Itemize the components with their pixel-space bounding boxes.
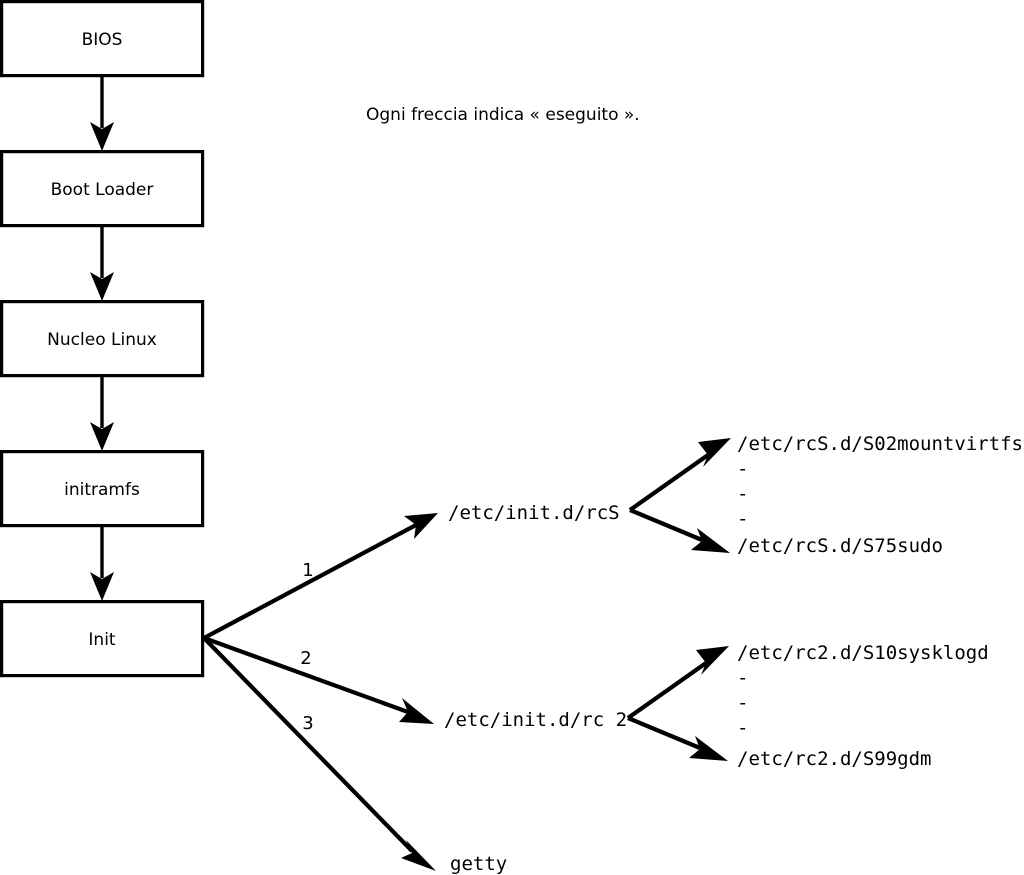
branch-1-number: 1 [302,560,313,581]
rc2-last-script-label: /etc/rc2.d/S99gdm [737,748,931,770]
rcs-ellipsis-dash-2: - [737,483,748,505]
box-boot-loader-label: Boot Loader [51,180,154,200]
rc2-ellipsis-dash-1: - [737,667,748,689]
box-bios-rect [0,0,205,78]
chain-connectors [90,76,114,601]
branch-3-target-label: getty [450,853,507,875]
branch-1-arrowhead [404,513,438,539]
arrowhead-initramfs [90,422,114,451]
box-initramfs-label: initramfs [64,480,140,500]
box-initramfs[interactable]: initramfs [0,450,205,528]
arrowhead-init [90,572,114,601]
box-initramfs-rect [0,450,205,528]
rcs-branch-last-arrowhead [691,528,730,553]
rc2-ellipsis-dash-2: - [737,692,748,714]
box-bios-label: BIOS [82,30,123,50]
branch-2-arrowhead [399,698,434,724]
rcs-branch-first-line [628,453,710,512]
box-bios[interactable]: BIOS [0,0,205,78]
rc2-branch-last-arrowhead [689,736,728,761]
init-branch-1: 1 /etc/init.d/rcS [203,502,620,640]
box-nucleo-linux-label: Nucleo Linux [47,330,157,350]
branch-2-line [203,636,409,714]
rc2-branch-first-arrowhead [696,646,729,675]
branch-3-number: 3 [302,713,313,734]
box-nucleo-linux[interactable]: Nucleo Linux [0,300,205,378]
rcs-branch-first-arrowhead [698,438,731,467]
arrowhead-bootloader [90,122,114,151]
branch-3-line [202,636,414,853]
rc2-branch-first-line [626,661,708,720]
branch-3-arrowhead [401,840,436,871]
box-init-rect [0,599,205,678]
box-init-label: Init [88,630,116,650]
rc2-subbranches: /etc/rc2.d/S10sysklogd /etc/rc2.d/S99gdm… [626,642,989,770]
init-branch-2: 2 /etc/init.d/rc 2 [203,636,627,731]
branch-2-number: 2 [300,648,311,669]
arrowhead-kernel [90,272,114,301]
rcs-ellipsis-dash-1: - [737,458,748,480]
rcs-ellipsis-dash-3: - [737,508,748,530]
rcs-subbranches: /etc/rcS.d/S02mountvirtfs /etc/rcS.d/S75… [628,433,1023,557]
box-boot-loader[interactable]: Boot Loader [0,150,205,228]
box-boot-loader-rect [0,150,205,228]
rc2-first-script-label: /etc/rc2.d/S10sysklogd [737,642,989,664]
rc2-ellipsis-dash-3: - [737,717,748,739]
rc2-branch-last-line [627,716,701,750]
rcs-first-script-label: /etc/rcS.d/S02mountvirtfs [737,433,1023,455]
init-branch-3: 3 getty [202,636,507,875]
rcs-last-script-label: /etc/rcS.d/S75sudo [737,535,943,557]
branch-1-line [203,523,417,640]
box-init[interactable]: Init [0,599,205,678]
branch-2-target-label: /etc/init.d/rc 2 [444,709,627,731]
branch-1-target-label: /etc/init.d/rcS [448,502,620,524]
box-nucleo-linux-rect [0,300,205,378]
rcs-branch-last-line [629,508,703,542]
diagram-caption: Ogni freccia indica « eseguito ». [366,105,640,125]
